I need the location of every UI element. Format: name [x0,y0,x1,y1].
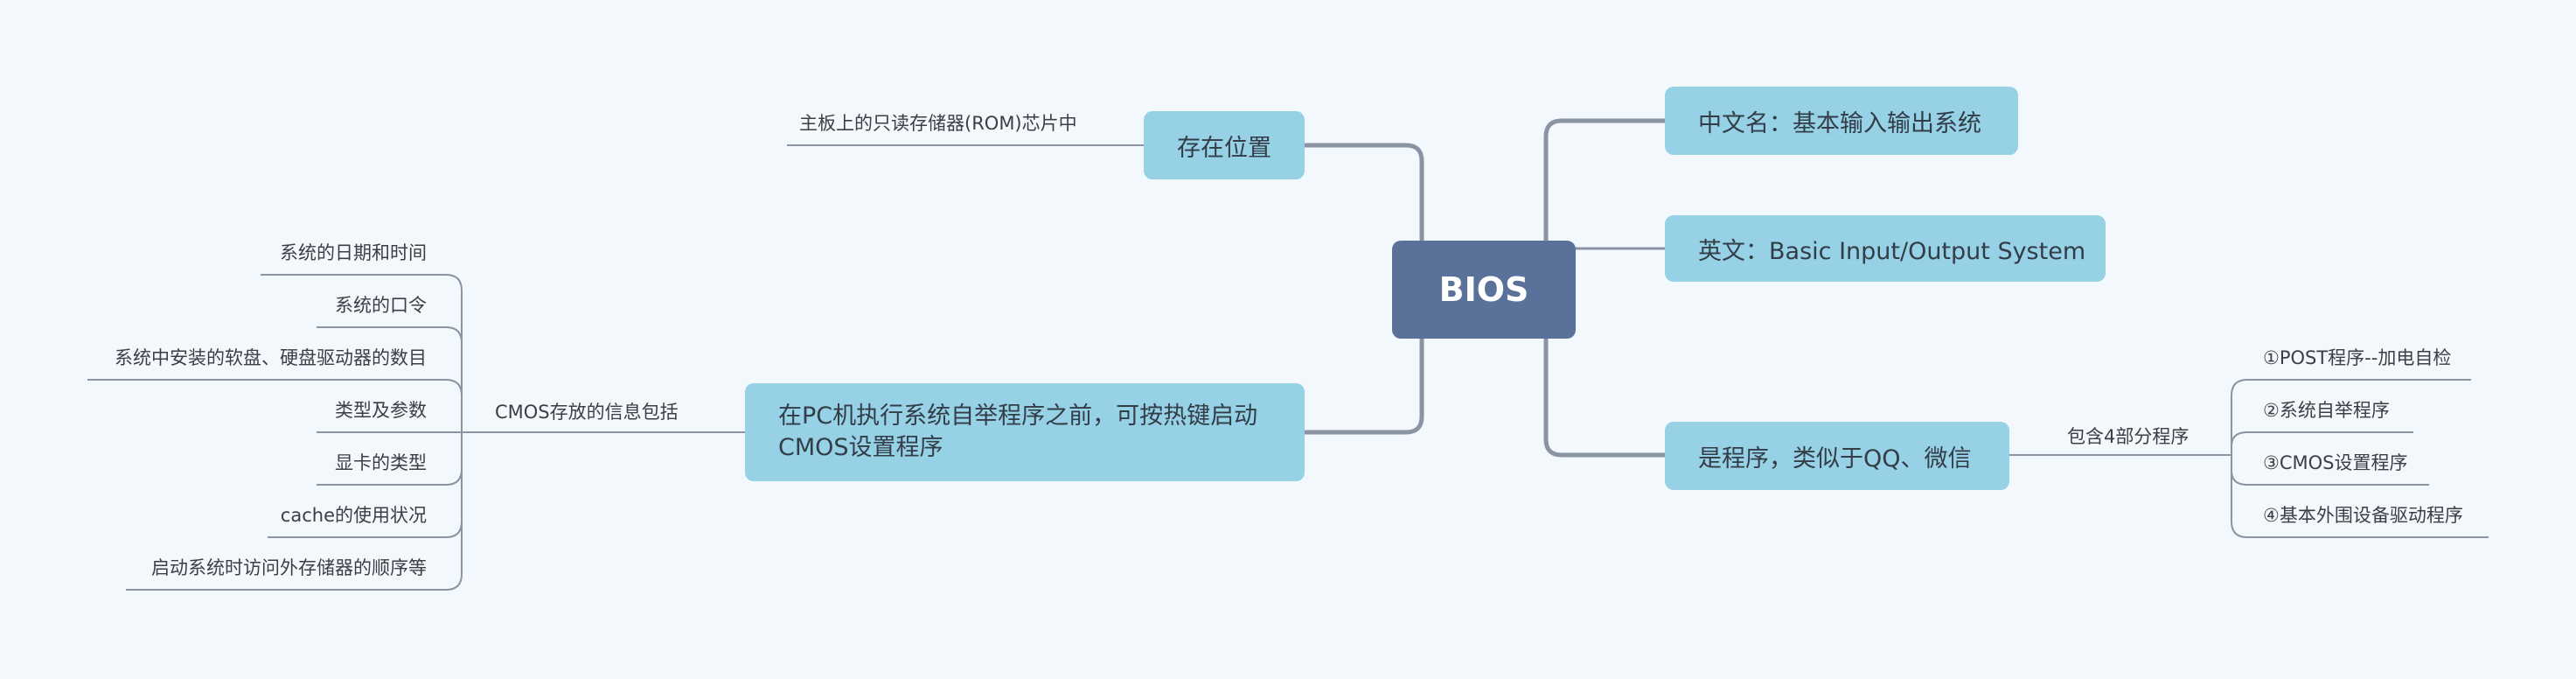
leaf-date-time[interactable]: 系统的日期和时间 [280,242,427,263]
topic-cmos-hotkey-label: 在PC机执行系统自举程序之前，可按热键启动CMOS设置程序 [778,402,1258,461]
topic-chinese-name-label: 中文名：基本输入输出系统 [1698,109,1981,137]
leaf-drive-count[interactable]: 系统中安装的软盘、硬盘驱动器的数目 [115,347,427,368]
connector-info-7 [126,432,463,591]
topic-is-program-label: 是程序，类似于QQ、微信 [1698,444,1972,472]
subtopic-cmos-info[interactable]: CMOS存放的信息包括 [495,402,679,423]
leaf-peripheral-driver-program[interactable]: ④基本外围设备驱动程序 [2263,505,2463,526]
topic-cmos-hotkey[interactable]: 在PC机执行系统自举程序之前，可按热键启动CMOS设置程序 [745,383,1305,481]
connector-part-4 [2231,455,2489,538]
leaf-type-params[interactable]: 类型及参数 [335,400,427,421]
leaf-password[interactable]: 系统的口令 [335,295,427,316]
root-node-bios[interactable]: BIOS [1392,241,1576,339]
topic-location[interactable]: 存在位置 [1144,111,1305,179]
connector-part-2 [2231,431,2413,455]
root-label: BIOS [1438,270,1529,309]
leaf-cmos-setup-program[interactable]: ③CMOS设置程序 [2263,452,2408,473]
connector-info-2 [317,326,463,432]
connector-info-3 [87,379,463,432]
connector-root-to-chinese-name [1543,118,1665,289]
topic-location-label: 存在位置 [1177,134,1271,162]
leaf-graphics-type[interactable]: 显卡的类型 [335,452,427,473]
connector-info-1 [261,274,463,432]
topic-english-name-label: 英文：Basic Input/Output System [1698,237,2086,265]
topic-english-name[interactable]: 英文：Basic Input/Output System [1665,215,2106,282]
leaf-rom-chip[interactable]: 主板上的只读存储器(ROM)芯片中 [799,113,1077,134]
topic-is-program[interactable]: 是程序，类似于QQ、微信 [1665,422,2009,490]
subtopic-four-parts[interactable]: 包含4部分程序 [2067,426,2190,447]
connector-root-to-program [1543,289,1665,458]
connector-root-to-cmos-setup [1303,289,1424,435]
leaf-post-program[interactable]: ①POST程序--加电自检 [2263,347,2452,368]
leaf-cache-usage[interactable]: cache的使用状况 [280,505,427,526]
leaf-bootstrap-program[interactable]: ②系统自举程序 [2263,400,2390,421]
leaf-boot-order[interactable]: 启动系统时访问外存储器的顺序等 [151,557,427,578]
connector-root-to-location [1303,143,1424,289]
topic-chinese-name[interactable]: 中文名：基本输入输出系统 [1665,87,2018,155]
connector-part-1 [2231,379,2471,455]
